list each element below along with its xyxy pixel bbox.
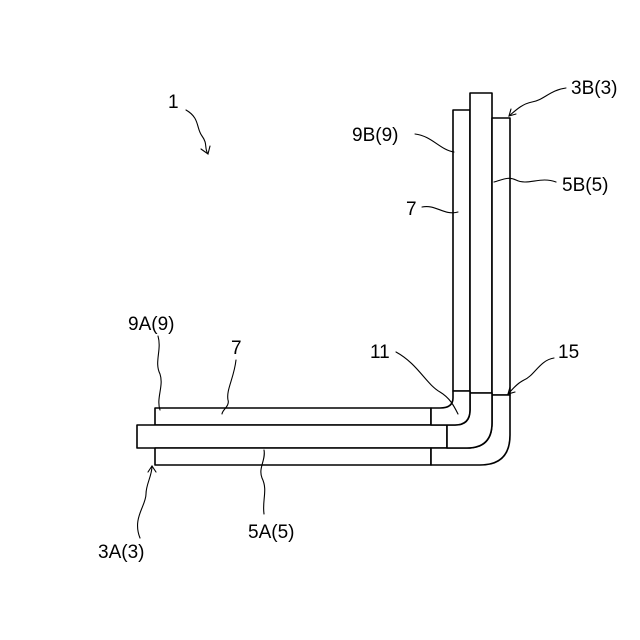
layer-9a xyxy=(155,408,431,425)
label-3b: 3B(3) xyxy=(571,78,617,99)
label-5b: 5B(5) xyxy=(562,175,608,196)
leader-3b xyxy=(509,88,566,116)
leader-assembly xyxy=(186,110,208,154)
label-9b: 9B(9) xyxy=(352,125,398,146)
plate-3a xyxy=(137,425,447,448)
layer-9b xyxy=(453,110,470,391)
label-assembly: 1 xyxy=(168,92,179,113)
label-9a: 9A(9) xyxy=(128,314,174,335)
leader-9a xyxy=(158,336,161,410)
plate-3b xyxy=(470,93,492,393)
layer-5a xyxy=(155,448,431,465)
label-3a: 3A(3) xyxy=(98,542,144,563)
label-15: 15 xyxy=(558,342,579,363)
leader-3a xyxy=(138,466,152,538)
label-7-horizontal: 7 xyxy=(231,338,242,359)
leader-11 xyxy=(396,352,458,414)
leader-15 xyxy=(508,358,554,394)
leader-9b xyxy=(415,134,454,152)
bend-inner-layer xyxy=(431,391,470,425)
leader-7-horizontal xyxy=(222,360,236,414)
layer-5b xyxy=(492,118,510,395)
label-11: 11 xyxy=(370,342,390,363)
label-5a: 5A(5) xyxy=(248,522,294,543)
label-7-vertical: 7 xyxy=(406,199,417,220)
